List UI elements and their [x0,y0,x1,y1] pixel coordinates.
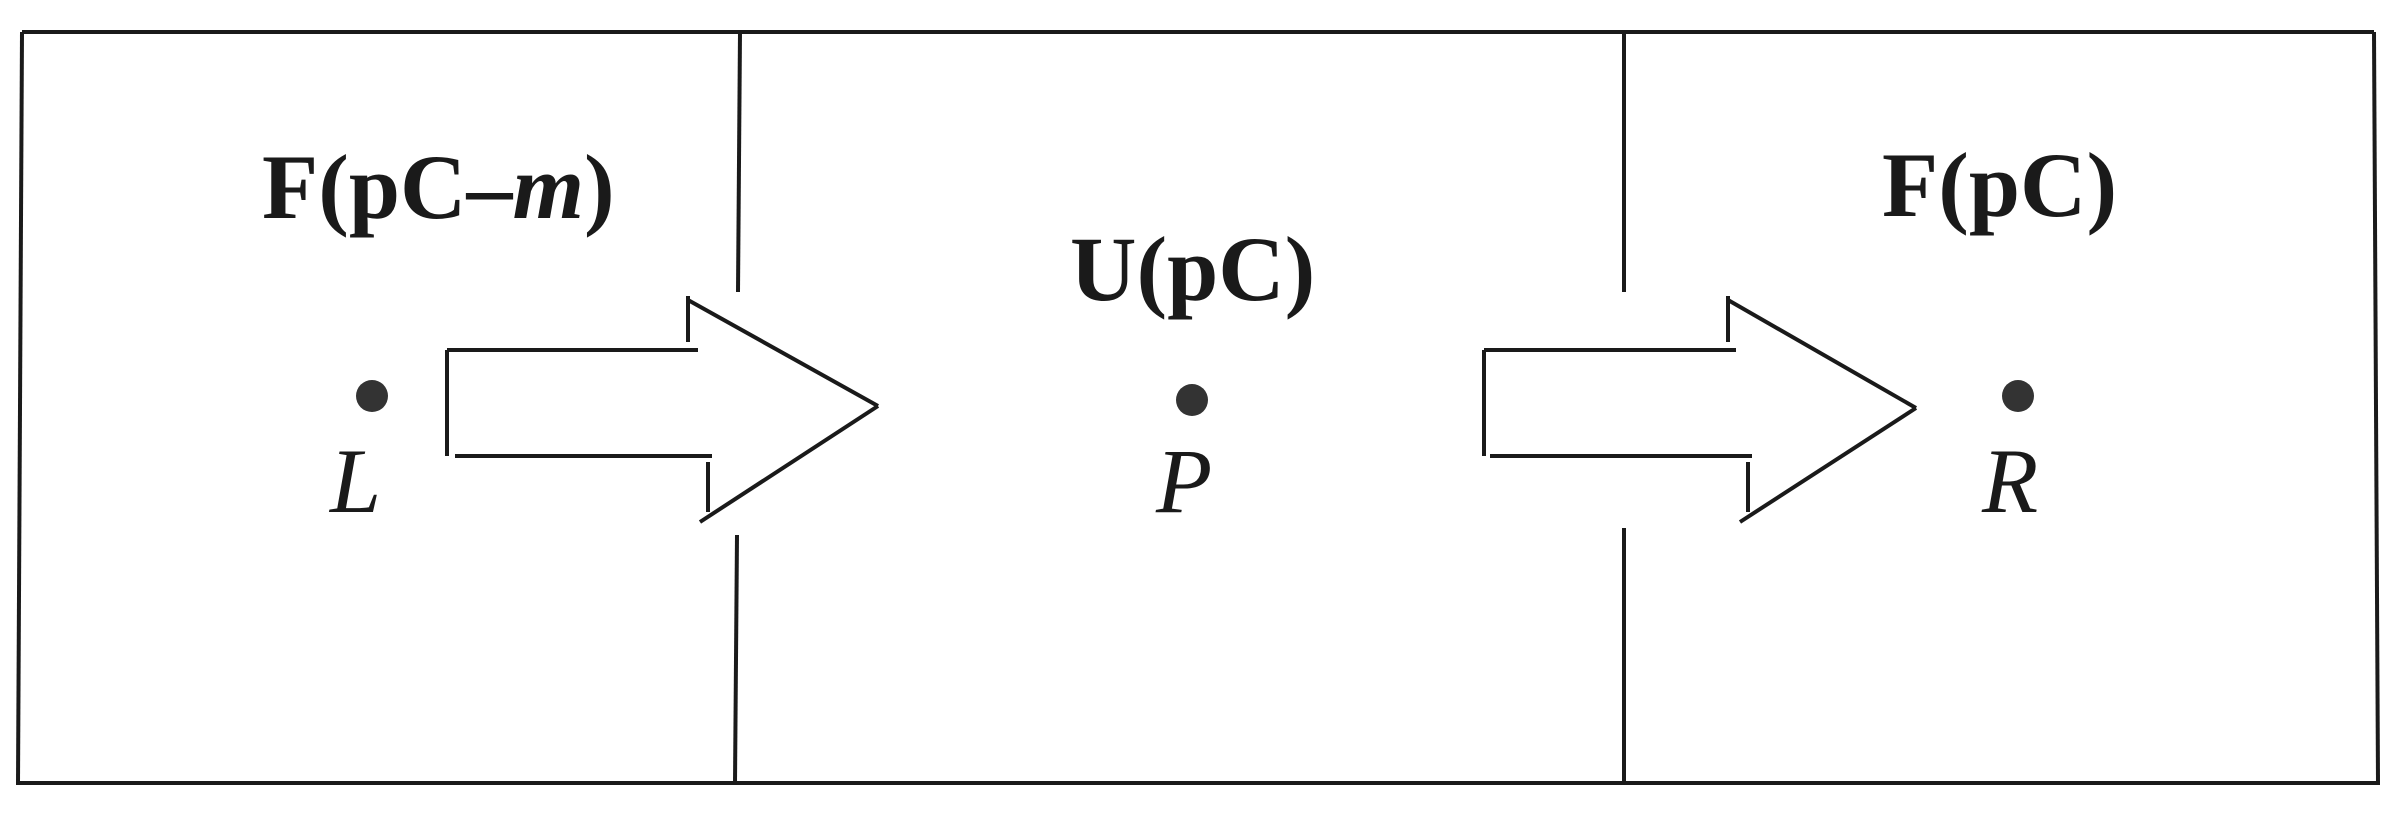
region-title-left-main: F(pC– [262,136,513,238]
region-title-left: F(pC–m) [262,136,615,238]
point-label-middle: P [1155,430,1212,532]
region-left: F(pC–m) L [262,136,615,532]
point-dot-right [2002,380,2034,412]
region-right: F(pC) R [1882,134,2117,532]
arrow-left-to-middle [445,296,880,524]
point-label-left: L [328,430,381,532]
region-title-right: F(pC) [1882,134,2117,236]
arrow-middle-to-right [1482,296,1918,524]
region-title-left-variable: m [512,136,584,238]
point-dot-middle [1176,384,1208,416]
outer-frame [16,30,2380,785]
partition-left [733,31,742,784]
region-title-left-tail: ) [584,136,615,238]
region-middle: U(pC) P [1070,218,1315,532]
point-dot-left [356,380,388,412]
point-label-right: R [1981,430,2038,532]
region-title-middle: U(pC) [1070,218,1315,320]
